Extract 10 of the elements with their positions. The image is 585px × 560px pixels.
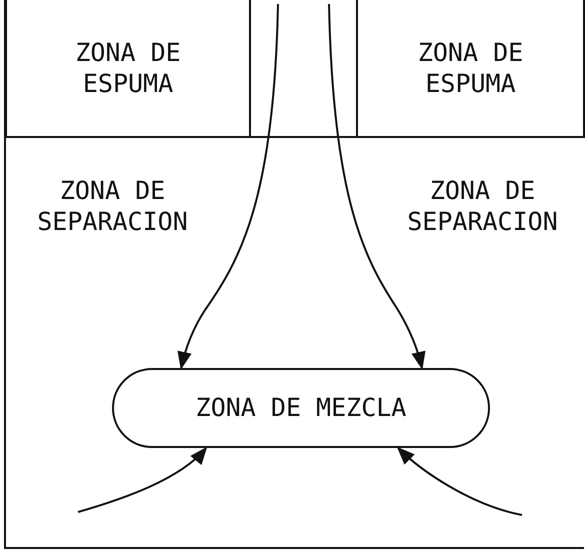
zone-label: ZONA DE ESPUMA — [416, 36, 524, 100]
zone-label: ZONA DE MEZCLA — [196, 392, 406, 424]
flow-arrow — [178, 4, 279, 370]
zone-label: ZONA DE ESPUMA — [74, 36, 182, 100]
zone-label: ZONA DE SEPARACION — [36, 175, 189, 238]
flow-arrow — [328, 4, 426, 370]
flow-arrow — [396, 446, 522, 516]
flow-arrow — [78, 446, 208, 513]
mixing-zone-box — [112, 368, 490, 448]
zone-label: ZONA DE SEPARACION — [406, 175, 559, 238]
